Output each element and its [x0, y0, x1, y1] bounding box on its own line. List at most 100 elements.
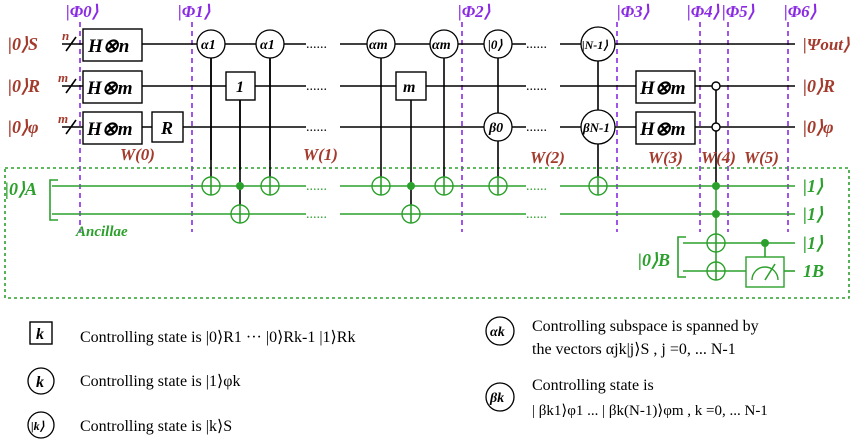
w5-block: [745, 239, 785, 288]
svg-text:α1: α1: [201, 38, 216, 53]
svg-text:αm: αm: [432, 38, 451, 53]
svg-text:H⊗n: H⊗n: [87, 36, 129, 57]
ancilla-control-dot: [236, 182, 244, 190]
svg-text:|N-1⟩: |N-1⟩: [582, 38, 608, 52]
open-control-phi: [711, 122, 721, 132]
svg-text:H⊗m: H⊗m: [639, 78, 685, 99]
svg-text:H⊗m: H⊗m: [86, 119, 132, 140]
legend-beta-symbol: [485, 382, 515, 412]
svg-text:αk: αk: [490, 325, 505, 340]
svg-text:......: ......: [526, 207, 547, 222]
legend-circle-symbol: [27, 367, 55, 395]
w4-block: [706, 81, 726, 281]
svg-text:1: 1: [236, 79, 244, 96]
ket-n1-control: [580, 26, 616, 62]
svg-text:|k⟩: |k⟩: [31, 419, 45, 433]
legend-alpha-symbol: [485, 316, 515, 346]
beta-n1-control: [580, 109, 616, 145]
phase-label-6: |Φ6⟩: [784, 2, 817, 21]
w1-block: α1 1 α1: [196, 29, 285, 224]
svg-text:k: k: [36, 374, 44, 391]
alpha-1-control-2: [255, 29, 285, 59]
xor-target-w2-b: [588, 176, 608, 196]
xor-target-w1-a: [201, 176, 221, 196]
svg-text:αm: αm: [369, 38, 388, 53]
input-s: |0⟩S: [8, 34, 38, 54]
ancillae-box: [4, 167, 850, 299]
svg-text:......: ......: [526, 120, 547, 135]
output-psi: |Ψout⟩: [803, 35, 850, 54]
input-b: |0⟩B: [638, 250, 670, 270]
bus-size-phi: m: [58, 111, 68, 126]
alpha-1-control: [196, 29, 226, 59]
xor-target-w4-b: [706, 261, 726, 281]
legend-circle-text: Controlling state is |1⟩φk: [80, 373, 240, 390]
legend-box-symbol: [29, 321, 53, 345]
ancillae-label: Ancillae: [75, 224, 128, 240]
ancilla-wires: [49, 179, 795, 278]
svg-text:......: ......: [526, 179, 547, 194]
ellipsis-gaps: ...... ...... ...... ...... ...... .....…: [306, 37, 547, 222]
legend-alpha-text-2: the vectors αjk|j⟩S , j =0, ... N-1: [532, 341, 736, 358]
w2-label: W(2): [530, 148, 565, 167]
bus-slash-r: [65, 78, 77, 94]
bus-size-s: n: [62, 28, 69, 43]
bus-slash-phi: [65, 119, 77, 135]
svg-text:H⊗m: H⊗m: [86, 78, 132, 99]
w3-label: W(3): [648, 148, 683, 167]
output-b: |1⟩: [803, 233, 824, 253]
output-b-measured: 1B: [803, 261, 824, 281]
bracket-a: [49, 179, 58, 221]
hadamard-m-gate-r-out: [635, 70, 696, 104]
bracket-b: [677, 236, 686, 278]
svg-text:H⊗m: H⊗m: [639, 119, 685, 140]
svg-text:βN-1: βN-1: [582, 120, 610, 135]
legend-ket-text: Controlling state is |k⟩S: [80, 418, 232, 435]
alpha-m-control-2: [429, 29, 459, 59]
output-a2: |1⟩: [803, 204, 824, 224]
xor-target-w2-a: [488, 176, 508, 196]
r-gate: [151, 111, 184, 143]
open-control-r: [711, 81, 721, 91]
svg-text:R: R: [160, 118, 173, 138]
xor-target-w1-c: [260, 176, 280, 196]
input-labels: |0⟩S |0⟩R |0⟩φ |0⟩A |0⟩B: [5, 34, 670, 270]
legend: k Controlling state is |0⟩R1 ··· |0⟩Rk-1…: [27, 316, 768, 439]
output-labels: |Ψout⟩ |0⟩R |0⟩φ |1⟩ |1⟩ |1⟩ 1B: [803, 35, 850, 281]
svg-text:......: ......: [306, 179, 327, 194]
phase-label-0: |Φ0⟩: [66, 2, 99, 21]
measurement-gate: [745, 256, 785, 288]
bus-slash-s: [65, 36, 77, 52]
alpha-m-control: [366, 29, 396, 59]
xor-target-w1-b: [230, 204, 250, 224]
bus-size-r: m: [58, 70, 68, 85]
svg-text:......: ......: [526, 79, 547, 94]
beta-0-control: [483, 112, 513, 142]
hadamard-n-gate: [82, 28, 143, 62]
output-r: |0⟩R: [803, 76, 835, 96]
output-a1: |1⟩: [803, 176, 824, 196]
one-control-box: [225, 71, 256, 101]
svg-text:βk: βk: [489, 391, 504, 406]
legend-box-text: Controlling state is |0⟩R1 ··· |0⟩Rk-1 |…: [80, 329, 355, 346]
phase-label-2: |Φ2⟩: [458, 2, 491, 21]
hadamard-m-gate-r: [82, 70, 143, 104]
input-r: |0⟩R: [8, 76, 40, 96]
w0-label: W(0): [120, 145, 155, 164]
w1-label: W(1): [303, 145, 338, 164]
ket-0-control: [483, 29, 513, 59]
w3-block: H⊗m H⊗m: [635, 70, 696, 145]
phase-label-4: |Φ4⟩: [687, 2, 720, 21]
input-a: |0⟩A: [5, 179, 37, 199]
svg-text:......: ......: [306, 37, 327, 52]
phase-label-5: |Φ5⟩: [722, 2, 755, 21]
xor-target-w4-a: [706, 233, 726, 253]
svg-text:......: ......: [306, 79, 327, 94]
svg-text:......: ......: [306, 120, 327, 135]
m-control-box: [395, 71, 427, 101]
svg-text:......: ......: [306, 207, 327, 222]
hadamard-m-gate-phi-out: [635, 111, 696, 145]
legend-beta-text-2: | βk1⟩φ1 ... | βk(N-1)⟩φm , k =0, ... N-…: [532, 403, 768, 419]
legend-alpha-text-1: Controlling subspace is spanned by: [532, 318, 759, 335]
